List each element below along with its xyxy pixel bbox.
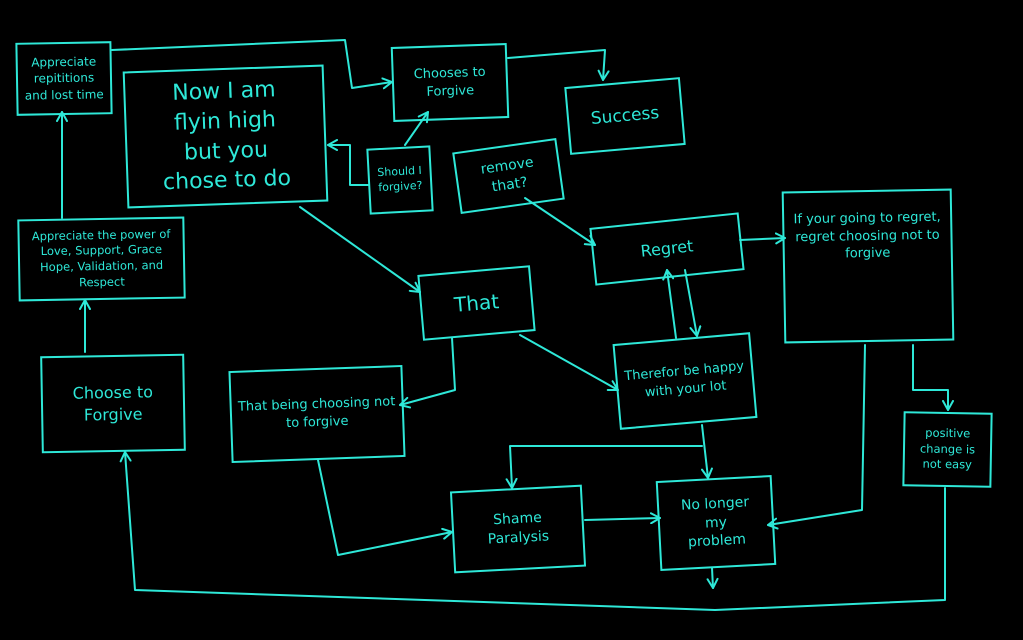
arrow-should-to-flyin: [327, 139, 369, 186]
node-appreciate-repetitions: Appreciate repititions and lost time: [15, 41, 113, 116]
node-flyin-high: Now I am flyin high but you chose to do: [122, 64, 329, 209]
node-label: Shame Paralysis: [487, 509, 550, 548]
node-label: No longer my problem: [680, 493, 750, 551]
arrow-nolonger-down: [706, 567, 719, 589]
node-if-going-to-regret: If your going to regret, regret choosing…: [781, 188, 955, 344]
node-label: That: [452, 288, 500, 317]
arrow-shame-to-nolonger: [584, 512, 661, 525]
arrow-chooses-to-success: [507, 49, 610, 81]
node-should-i-forgive: Should I forgive?: [366, 145, 434, 215]
node-label: positive change is not easy: [919, 425, 976, 472]
node-no-longer: No longer my problem: [655, 475, 777, 571]
arrow-should-to-chooses: [404, 111, 429, 146]
node-choose-to-forgive: Choose to Forgive: [40, 353, 186, 454]
arrow-regret-to-therefore: [684, 269, 702, 337]
arrow-therefore-to-shame: [505, 445, 703, 489]
arrow-remove-to-regret: [524, 197, 596, 246]
node-label: Should I forgive?: [377, 164, 423, 195]
node-label: If your going to regret, regret choosing…: [793, 209, 941, 262]
node-label: Therefor be happy with your lot: [623, 359, 745, 401]
arrow-flyin-to-that: [299, 206, 421, 293]
arrow-that-to-thatbeing: [399, 337, 456, 409]
node-success: Success: [564, 77, 686, 155]
node-chooses-to-forgive: Chooses to Forgive: [390, 42, 510, 123]
node-therefore-happy: Therefor be happy with your lot: [612, 332, 758, 430]
arrow-regret-to-ifgoing: [739, 232, 786, 245]
node-label: Appreciate repititions and lost time: [24, 54, 104, 103]
node-label: Appreciate the power of Love, Support, G…: [31, 226, 171, 289]
node-label: Choose to Forgive: [72, 382, 154, 425]
node-label: Chooses to Forgive: [413, 64, 486, 100]
arrow-thatbeing-to-shame: [317, 459, 453, 556]
arrow-bottom-loop: [119, 451, 946, 611]
arrow-therefore-to-nolonger: [701, 424, 713, 479]
arrow-repetitions-to-chooses: [111, 39, 393, 90]
node-label: Regret: [639, 236, 695, 261]
arrow-ifgoing-to-nolonger: [767, 344, 866, 530]
node-that-being: That being choosing not to forgive: [228, 364, 406, 464]
arrow-therefore-to-regret: [662, 269, 677, 339]
arrow-that-to-therefore: [519, 334, 619, 391]
node-label: Now I am flyin high but you chose to do: [162, 77, 292, 196]
node-label: remove that?: [479, 154, 535, 196]
node-label: Success: [589, 102, 660, 129]
node-shame-paralysis: Shame Paralysis: [449, 484, 587, 574]
node-positive-change: positive change is not easy: [902, 411, 993, 488]
node-label: That being choosing not to forgive: [237, 394, 396, 432]
node-that: That: [417, 265, 536, 341]
node-appreciate-power: Appreciate the power of Love, Support, G…: [17, 216, 186, 302]
arrow-ifgoing-to-positive: [912, 344, 954, 411]
